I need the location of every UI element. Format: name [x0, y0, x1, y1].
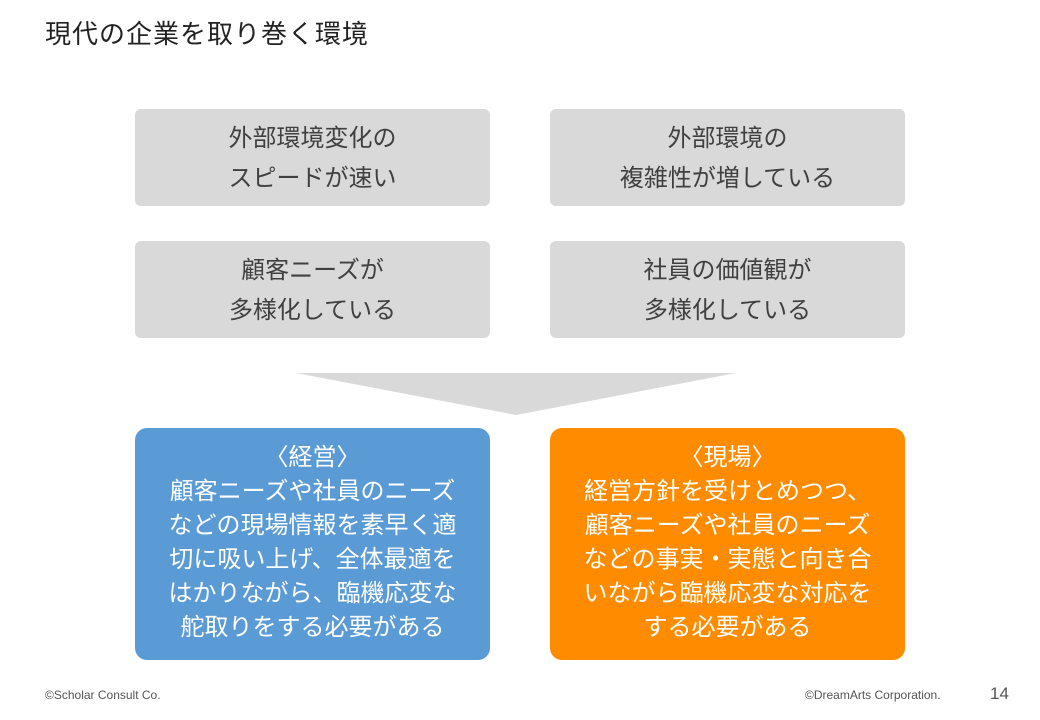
- down-arrow-triangle: [296, 373, 736, 415]
- box-line: 多様化している: [643, 295, 812, 324]
- management-line: 舵取りをする必要がある: [180, 613, 445, 641]
- field-line: いながら臨機応変な対応を: [583, 579, 872, 607]
- box-line: スピードが速い: [228, 163, 397, 192]
- slide-title: 現代の企業を取り巻く環境: [45, 20, 370, 50]
- field-box: 〈現場〉 経営方針を受けとめつつ、 顧客ニーズや社員のニーズ などの事実・実態と…: [550, 428, 905, 660]
- environment-complexity-box: 外部環境の 複雑性が増している: [550, 109, 905, 206]
- box-line: 外部環境の: [667, 123, 788, 152]
- employee-values-box: 社員の価値観が 多様化している: [550, 241, 905, 338]
- footer-copyright-scholar: ©Scholar Consult Co.: [45, 688, 161, 702]
- box-line: 社員の価値観が: [643, 255, 812, 284]
- field-line: などの事実・実態と向き合: [583, 545, 872, 573]
- management-heading: 〈経営〉: [264, 443, 361, 471]
- box-line: 複雑性が増している: [619, 163, 836, 192]
- down-arrow-shape: [296, 373, 736, 415]
- customer-needs-box: 顧客ニーズが 多様化している: [135, 241, 490, 338]
- environment-speed-box: 外部環境変化の スピードが速い: [135, 109, 490, 206]
- management-line: 切に吸い上げ、全体最適を: [169, 545, 456, 573]
- management-line: などの現場情報を素早く適: [168, 511, 457, 539]
- field-line: 経営方針を受けとめつつ、: [583, 477, 872, 505]
- box-line: 外部環境変化の: [228, 123, 397, 152]
- field-heading: 〈現場〉: [679, 443, 776, 471]
- field-line: 顧客ニーズや社員のニーズ: [584, 511, 871, 539]
- management-line: 顧客ニーズや社員のニーズ: [169, 477, 456, 505]
- management-box: 〈経営〉 顧客ニーズや社員のニーズ などの現場情報を素早く適 切に吸い上げ、全体…: [135, 428, 490, 660]
- management-line: はかりながら、臨機応変な: [168, 579, 457, 607]
- page-number: 14: [990, 684, 1009, 703]
- footer-copyright-dreamarts: ©DreamArts Corporation.: [805, 688, 941, 702]
- field-line: する必要がある: [643, 613, 812, 641]
- box-line: 顧客ニーズが: [241, 255, 384, 284]
- box-line: 多様化している: [228, 295, 397, 324]
